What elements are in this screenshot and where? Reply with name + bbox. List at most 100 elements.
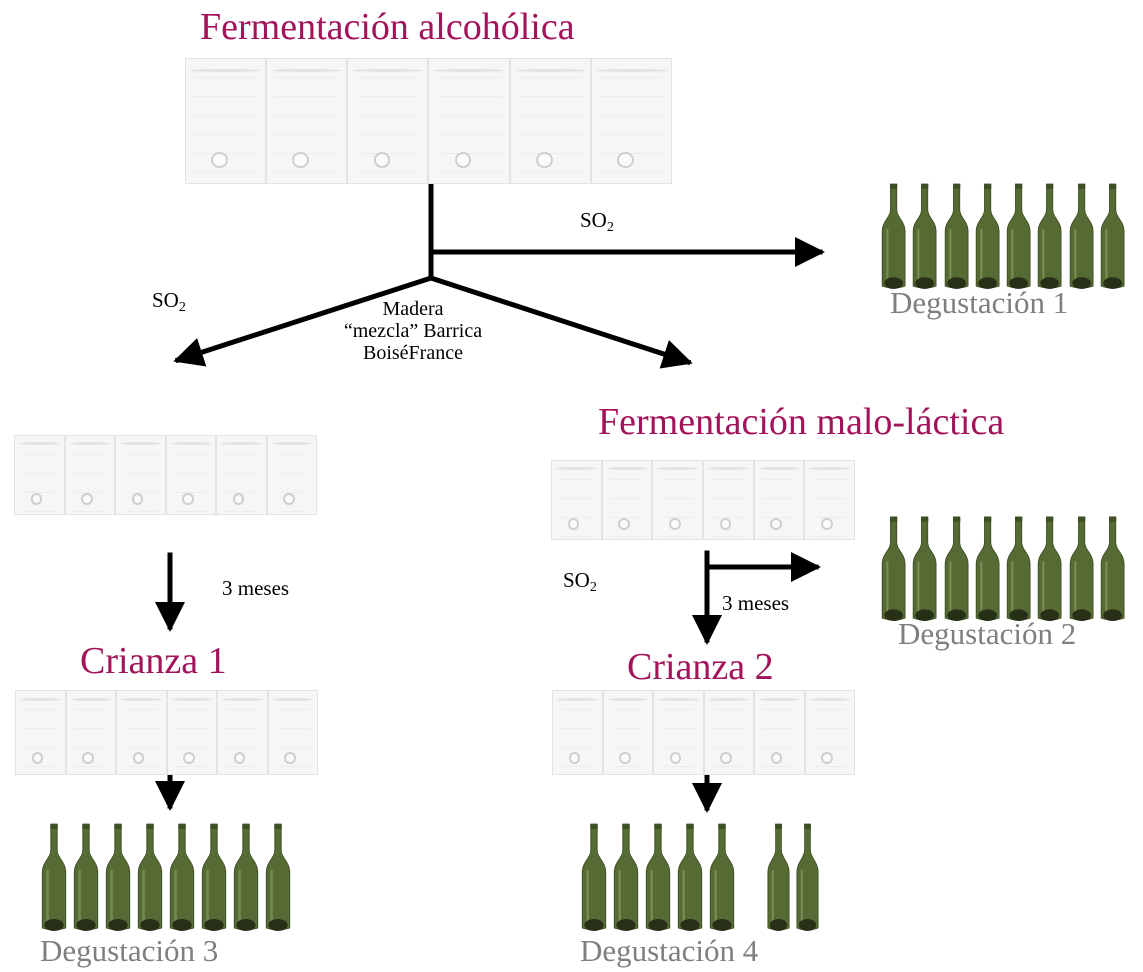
tank-icon bbox=[652, 460, 703, 540]
wine-bottle-icon bbox=[1066, 515, 1097, 622]
bottle-group-tasting-1 bbox=[878, 182, 1128, 290]
tank-icon bbox=[115, 435, 166, 515]
tank-icon bbox=[804, 460, 855, 540]
bottle-group-tasting-4 bbox=[578, 822, 738, 932]
tank-group-alcoholic bbox=[185, 58, 672, 184]
tank-icon bbox=[266, 435, 317, 515]
tank-valve-icon bbox=[373, 151, 391, 169]
tank-icon bbox=[185, 58, 267, 184]
wine-bottle-icon bbox=[1097, 515, 1128, 622]
tank-icon bbox=[65, 690, 116, 775]
tank-valve-icon bbox=[81, 492, 93, 505]
tank-valve-icon bbox=[283, 492, 295, 505]
title-crianza-1: Crianza 1 bbox=[80, 640, 227, 682]
wine-bottle-icon bbox=[38, 822, 70, 932]
tank-icon bbox=[601, 460, 653, 540]
wine-bottle-icon bbox=[972, 515, 1003, 622]
wine-bottle-icon bbox=[1066, 182, 1097, 290]
arrow-to-left-branch bbox=[173, 274, 435, 367]
tank-valve-icon bbox=[454, 151, 472, 169]
tank-valve-icon bbox=[284, 751, 296, 765]
tank-valve-icon bbox=[535, 151, 553, 169]
so2-label-tasting-1: SO2 bbox=[580, 208, 614, 235]
tank-valve-icon bbox=[719, 517, 732, 530]
tank-icon bbox=[702, 460, 754, 540]
wine-bottle-icon bbox=[230, 822, 262, 932]
duration-left: 3 meses bbox=[222, 576, 290, 600]
wine-bottle-icon bbox=[674, 822, 706, 932]
tank-icon bbox=[216, 435, 267, 515]
title-crianza-2: Crianza 2 bbox=[627, 646, 774, 688]
wine-bottle-icon bbox=[706, 822, 738, 932]
tank-valve-icon bbox=[770, 517, 782, 530]
tank-icon bbox=[552, 690, 603, 775]
wine-bottle-icon bbox=[1003, 182, 1034, 290]
tank-icon bbox=[15, 690, 66, 775]
tank-icon bbox=[804, 690, 855, 775]
tank-icon bbox=[267, 690, 318, 775]
tank-valve-icon bbox=[82, 751, 94, 765]
tank-valve-icon bbox=[233, 751, 246, 765]
wine-bottle-icon bbox=[972, 182, 1003, 290]
tank-icon bbox=[165, 435, 216, 515]
wood-note-line-3: BoiséFrance bbox=[363, 342, 463, 364]
wine-bottle-icon bbox=[878, 182, 909, 290]
tank-icon bbox=[266, 58, 348, 184]
tank-group-malolactic bbox=[551, 460, 855, 540]
tank-valve-icon bbox=[618, 517, 630, 530]
tank-icon bbox=[754, 690, 805, 775]
tank-group-crianza-2 bbox=[552, 690, 855, 775]
tank-valve-icon bbox=[567, 517, 580, 530]
wood-note-line-2: “mezcla” Barrica bbox=[343, 320, 483, 342]
tank-icon bbox=[217, 690, 268, 775]
wine-bottle-icon bbox=[262, 822, 294, 932]
wine-bottle-icon bbox=[166, 822, 198, 932]
label-tasting-1: Degustación 1 bbox=[890, 285, 1069, 320]
tank-icon bbox=[590, 58, 672, 184]
wine-bottle-icon bbox=[70, 822, 102, 932]
wine-bottle-icon bbox=[941, 515, 972, 622]
tank-valve-icon bbox=[211, 151, 228, 169]
tank-icon bbox=[653, 690, 704, 775]
tank-icon bbox=[166, 690, 217, 775]
wine-bottle-icon bbox=[1034, 182, 1065, 290]
tank-group-crianza-1 bbox=[15, 690, 318, 775]
bottle-group-tasting-4-extra bbox=[764, 822, 822, 932]
tank-valve-icon bbox=[669, 751, 682, 765]
arrow-to-malolactic bbox=[427, 274, 693, 369]
wine-bottle-icon bbox=[642, 822, 674, 932]
label-tasting-2: Degustación 2 bbox=[898, 616, 1077, 651]
label-tasting-4: Degustación 4 bbox=[580, 933, 759, 968]
tank-valve-icon bbox=[770, 751, 783, 765]
tank-icon bbox=[347, 58, 429, 184]
wine-bottle-icon bbox=[1097, 182, 1128, 290]
tank-icon bbox=[703, 690, 754, 775]
so2-label-malolactic: SO2 bbox=[563, 568, 597, 595]
bottle-group-tasting-2 bbox=[878, 515, 1128, 622]
tank-valve-icon bbox=[568, 751, 581, 765]
wine-bottle-icon bbox=[1034, 515, 1065, 622]
tank-group-left bbox=[14, 435, 317, 515]
tank-icon bbox=[509, 58, 591, 184]
tank-icon bbox=[602, 690, 653, 775]
wood-note-line-1: Madera bbox=[382, 298, 444, 320]
tank-valve-icon bbox=[292, 151, 310, 169]
wine-bottle-icon bbox=[134, 822, 166, 932]
tank-icon bbox=[753, 460, 805, 540]
tank-valve-icon bbox=[720, 751, 732, 765]
wine-bottle-icon bbox=[610, 822, 642, 932]
wine-bottle-icon bbox=[793, 822, 822, 932]
wine-bottle-icon bbox=[1003, 515, 1034, 622]
wine-bottle-icon bbox=[764, 822, 793, 932]
tank-valve-icon bbox=[30, 492, 43, 505]
wine-bottle-icon bbox=[878, 515, 909, 622]
wine-bottle-icon bbox=[578, 822, 610, 932]
tank-valve-icon bbox=[820, 517, 833, 530]
wine-bottle-icon bbox=[909, 515, 940, 622]
tank-icon bbox=[64, 435, 115, 515]
wine-bottle-icon bbox=[941, 182, 972, 290]
tank-valve-icon bbox=[132, 751, 145, 765]
tank-icon bbox=[14, 435, 65, 515]
tank-icon bbox=[116, 690, 167, 775]
